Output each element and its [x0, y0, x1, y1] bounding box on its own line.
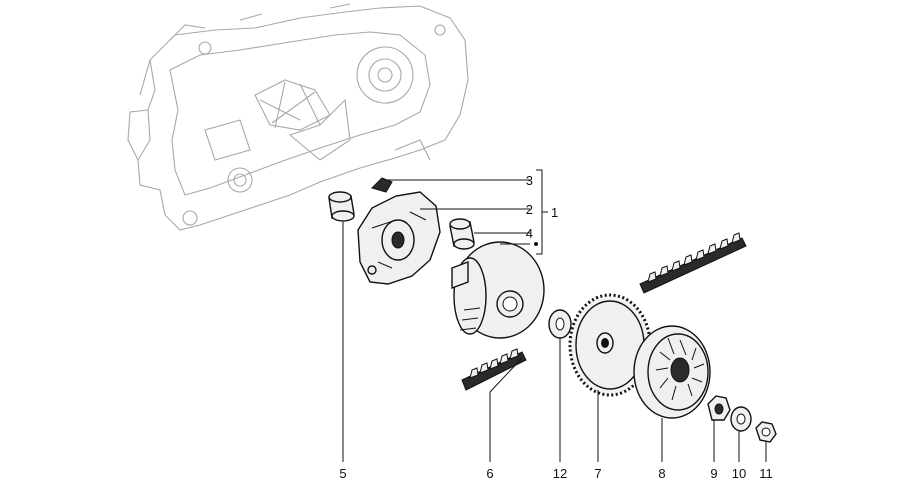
ramp-plate-part-2 — [357, 191, 441, 285]
callout-5: 5 — [339, 466, 346, 481]
callout-12: 12 — [553, 466, 567, 481]
hub-nut-part-9 — [707, 395, 731, 421]
nut-part-11 — [755, 421, 777, 443]
variator-pulley — [451, 241, 545, 339]
callout-10: 10 — [732, 466, 746, 481]
callout-3: 3 — [526, 173, 533, 188]
washer-part-12 — [548, 309, 572, 339]
callout-2: 2 — [526, 202, 533, 217]
belt-teeth — [469, 348, 519, 379]
callout-4: 4 — [526, 226, 533, 241]
callout-6: 6 — [486, 466, 493, 481]
bushing-part-4 — [449, 218, 475, 250]
callout-11: 11 — [759, 466, 773, 481]
belt-teeth-upper — [647, 232, 741, 283]
fan-pulley-part-8 — [633, 325, 711, 419]
drive-belt-part-6 — [461, 232, 747, 391]
roller-part-5 — [328, 191, 355, 222]
crankcase-housing-icon — [127, 3, 469, 231]
callout-8: 8 — [658, 466, 665, 481]
leader-lines — [342, 169, 767, 462]
slider-clip-part-3 — [371, 177, 393, 193]
callout-1: 1 — [551, 205, 558, 220]
callout-9: 9 — [710, 466, 717, 481]
callout-7: 7 — [594, 466, 601, 481]
washer-part-10 — [730, 406, 752, 432]
